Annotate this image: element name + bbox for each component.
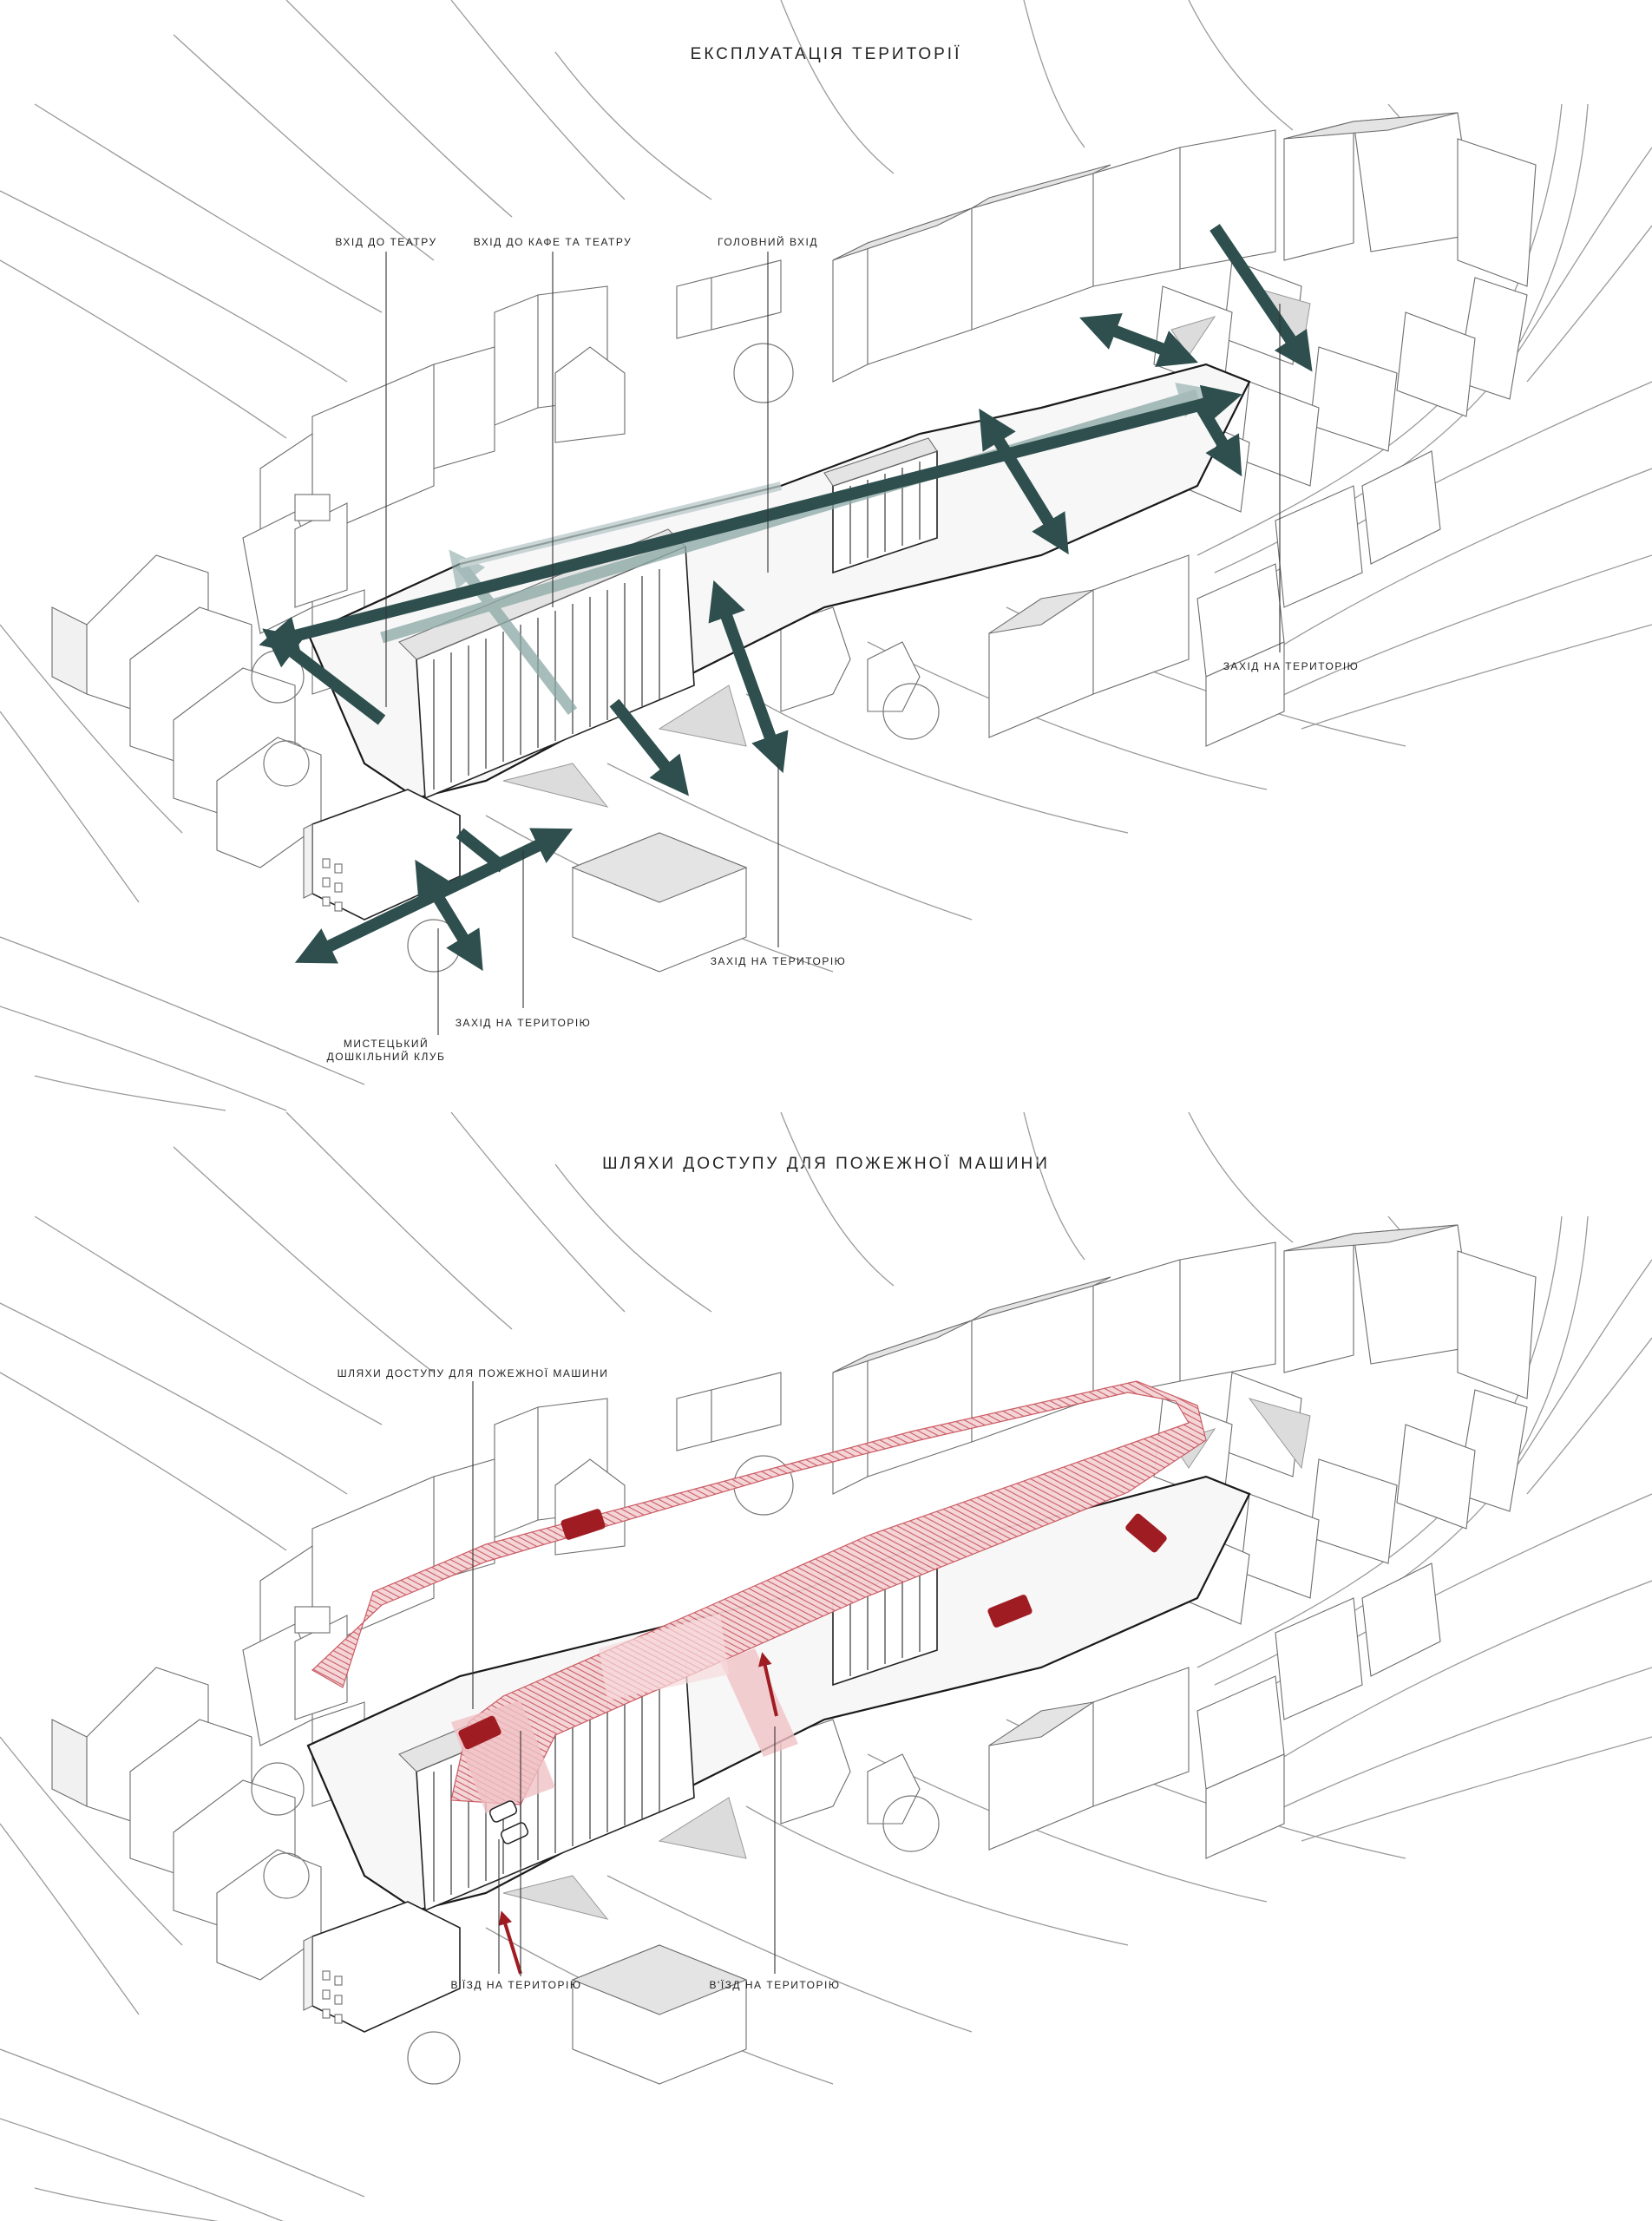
leader-lines-1 — [385, 252, 1281, 1035]
fire-truck-icon — [1125, 1513, 1167, 1553]
car-icon — [500, 1822, 529, 1844]
car-icon — [488, 1800, 518, 1823]
label-vehicle-entry-west: В'ЇЗД НА ТЕРИТОРІЮ — [451, 1979, 582, 1991]
fire-truck-icon — [560, 1509, 606, 1540]
label-site-entry-south: ЗАХІД НА ТЕРИТОРІЮ — [711, 955, 847, 967]
label-cafe-theatre-entrance: ВХІД ДО КАФЕ ТА ТЕАТРУ — [474, 236, 633, 248]
panel-operation: ЕКСПЛУАТАЦІЯ ТЕРИТОРІЇ — [0, 0, 1652, 1112]
label-main-entrance: ГОЛОВНИЙ ВХІД — [718, 235, 818, 248]
label-art-club-line-1: МИСТЕЦЬКИЙ — [344, 1037, 429, 1050]
panel-1-title: ЕКСПЛУАТАЦІЯ ТЕРИТОРІЇ — [691, 45, 962, 63]
label-site-entry-west: ЗАХІД НА ТЕРИТОРІЮ — [456, 1017, 592, 1029]
label-site-entry-east: ЗАХІД НА ТЕРИТОРІЮ — [1223, 660, 1360, 672]
movement-arrows — [259, 224, 1313, 972]
label-fire-access-routes: ШЛЯХИ ДОСТУПУ ДЛЯ ПОЖЕЖНОЇ МАШИНИ — [338, 1367, 609, 1379]
panel-fire-access: ШЛЯХИ ДОСТУПУ ДЛЯ ПОЖЕЖНОЇ МАШИНИ — [0, 1110, 1652, 2221]
fire-truck-icon — [458, 1715, 502, 1750]
label-theatre-entrance: ВХІД ДО ТЕАТРУ — [335, 236, 436, 248]
parked-cars — [488, 1800, 529, 1844]
fire-truck-icon — [987, 1595, 1032, 1628]
panel-2-title: ШЛЯХИ ДОСТУПУ ДЛЯ ПОЖЕЖНОЇ МАШИНИ — [602, 1155, 1050, 1173]
leader-lines-2 — [472, 1381, 776, 1976]
fire-trucks — [458, 1509, 1167, 1750]
entry-arrows — [498, 1652, 778, 1975]
label-art-club-line-2: ДОШКІЛЬНИЙ КЛУБ — [327, 1050, 446, 1063]
label-vehicle-entry-south: В'ЇЗД НА ТЕРИТОРІЮ — [710, 1979, 841, 1991]
